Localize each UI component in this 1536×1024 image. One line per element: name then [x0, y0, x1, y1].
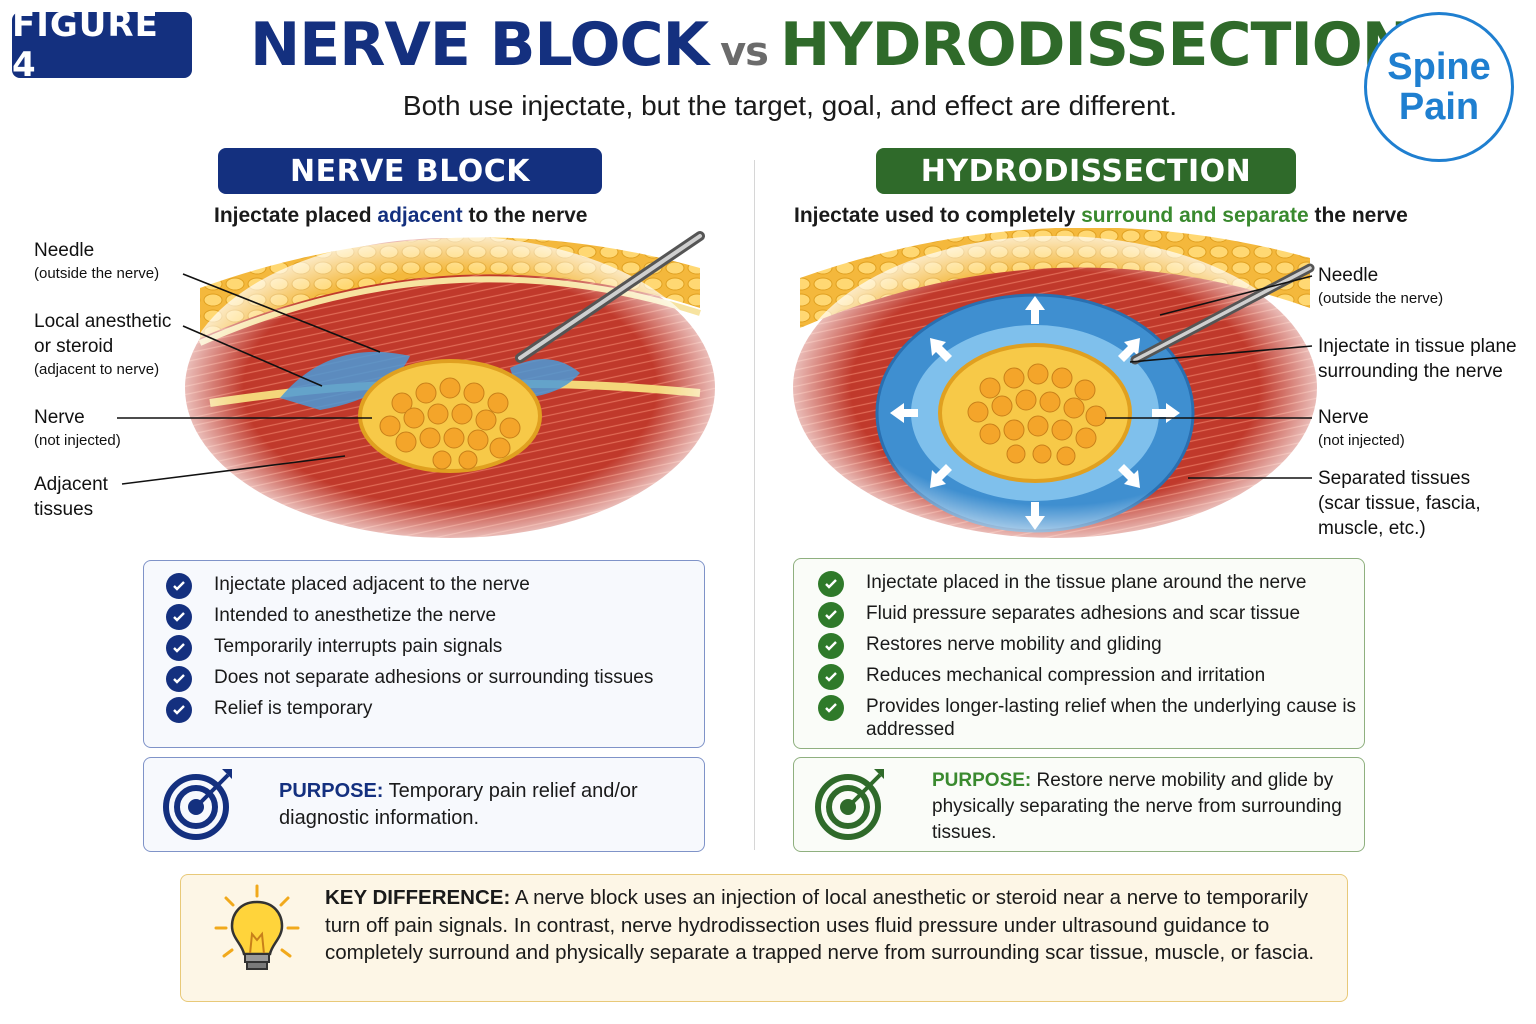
nerve-block-illustration — [182, 231, 718, 538]
nerve-block-purpose: PURPOSE: Temporary pain relief and/or di… — [279, 778, 679, 832]
list-item: Provides longer-lasting relief when the … — [818, 695, 1358, 741]
label-anesthetic-note: (adjacent to nerve) — [34, 361, 160, 378]
label-adjacent-tissues: Adjacent tissues — [34, 472, 108, 522]
list-item: Temporarily interrupts pain signals — [166, 635, 696, 661]
check-icon — [818, 571, 844, 597]
bullet-text: Fluid pressure separates adhesions and s… — [866, 603, 1301, 624]
label-adjacent-line2: tissues — [34, 499, 94, 520]
list-item: Fluid pressure separates adhesions and s… — [818, 602, 1358, 628]
hd-sub-pre: Injectate used to completely — [794, 204, 1082, 227]
check-icon — [166, 697, 192, 723]
label-separated-line2: (scar tissue, fascia, — [1318, 493, 1481, 514]
bullet-text: Restores nerve mobility and gliding — [866, 634, 1162, 655]
target-icon — [815, 769, 884, 840]
label-injectate-line1: Injectate in tissue plane — [1318, 336, 1517, 357]
list-item: Intended to anesthetize the nerve — [166, 604, 696, 630]
label-separated-line1: Separated tissues — [1318, 468, 1471, 489]
check-icon — [818, 664, 844, 690]
bullet-text: Injectate placed adjacent to the nerve — [214, 574, 530, 595]
hydrodissection-bullets-box — [793, 558, 1365, 749]
list-item: Reduces mechanical compression and irrit… — [818, 664, 1358, 690]
key-difference-box — [180, 874, 1348, 1002]
bullet-text: Relief is temporary — [214, 698, 373, 719]
list-item: Does not separate adhesions or surroundi… — [166, 666, 696, 692]
check-icon — [166, 573, 192, 599]
label-nerve-text: Nerve — [34, 407, 85, 428]
label-anesthetic-line1: Local anesthetic — [34, 311, 172, 332]
title-left: NERVE BLOCK — [250, 10, 709, 80]
key-difference-body: A nerve block uses an injection of local… — [325, 886, 1315, 964]
bullet-text: Does not separate adhesions or surroundi… — [214, 667, 654, 688]
label-nerve-left: Nerve (not injected) — [34, 405, 121, 452]
spine-pain-logo: Spine Pain — [1364, 12, 1514, 162]
hydrodissection-bullet-list: Injectate placed in the tissue plane aro… — [818, 571, 1358, 749]
label-nerve-note: (not injected) — [1318, 432, 1405, 449]
check-icon — [166, 666, 192, 692]
logo-line1: Spine — [1387, 46, 1491, 88]
nerve-block-header: NERVE BLOCK — [218, 148, 602, 194]
check-icon — [818, 602, 844, 628]
label-injectate: Injectate in tissue plane surrounding the… — [1318, 334, 1517, 384]
bullet-text: Intended to anesthetize the nerve — [214, 605, 497, 626]
purpose-label: PURPOSE: — [932, 770, 1032, 791]
logo-line2: Pain — [1398, 86, 1480, 128]
lightbulb-icon — [214, 884, 300, 970]
center-divider — [754, 160, 755, 850]
label-needle-left: Needle (outside the nerve) — [34, 238, 159, 285]
target-icon — [163, 769, 232, 840]
nerve-block-subheading: Injectate placed adjacent to the nerve — [214, 204, 587, 228]
label-needle-note: (outside the nerve) — [34, 265, 160, 282]
purpose-label: PURPOSE: — [279, 780, 384, 802]
check-icon — [818, 633, 844, 659]
list-item: Injectate placed in the tissue plane aro… — [818, 571, 1358, 597]
nerve-block-bullet-list: Injectate placed adjacent to the nerve I… — [166, 573, 696, 728]
label-injectate-line2: surrounding the nerve — [1318, 361, 1503, 382]
nb-sub-post: to the nerve — [462, 204, 588, 227]
list-item: Restores nerve mobility and gliding — [818, 633, 1358, 659]
nerve-block-bullets-box — [143, 560, 705, 748]
purpose-text: Restore nerve mobility and glide by phys… — [932, 770, 1342, 843]
key-difference-label: KEY DIFFERENCE: — [325, 886, 511, 909]
bullet-text: Reduces mechanical compression and irrit… — [866, 665, 1266, 686]
label-needle-note: (outside the nerve) — [1318, 290, 1444, 307]
hydrodissection-purpose-box — [793, 757, 1365, 852]
list-item: Relief is temporary — [166, 697, 696, 723]
purpose-text: Temporary pain relief and/or diagnostic … — [279, 780, 638, 829]
bullet-text: Injectate placed in the tissue plane aro… — [866, 572, 1307, 593]
nb-sub-pre: Injectate placed — [214, 204, 378, 227]
check-icon — [166, 604, 192, 630]
page-subtitle: Both use injectate, but the target, goal… — [402, 90, 1178, 121]
check-icon — [818, 695, 844, 721]
label-adjacent-line1: Adjacent — [34, 474, 108, 495]
hydrodissection-subheading: Injectate used to completely surround an… — [794, 204, 1408, 228]
label-separated-tissues: Separated tissues (scar tissue, fascia, mu… — [1318, 466, 1481, 541]
key-difference-text: KEY DIFFERENCE: A nerve block uses an in… — [325, 884, 1335, 967]
label-needle-text: Needle — [1318, 265, 1379, 286]
label-needle-text: Needle — [34, 240, 95, 261]
label-nerve-text: Nerve — [1318, 407, 1369, 428]
nerve-block-purpose-box — [143, 757, 705, 852]
nb-sub-highlight: adjacent — [377, 204, 463, 227]
label-separated-line3: muscle, etc.) — [1318, 518, 1426, 539]
label-nerve-note: (not injected) — [34, 432, 121, 449]
hydrodissection-header: HYDRODISSECTION — [876, 148, 1296, 194]
figure-label: FIGURE 4 — [12, 5, 192, 85]
title-vs: vs — [720, 29, 769, 75]
label-anesthetic-line2: or steroid — [34, 336, 114, 357]
bullet-text: Provides longer-lasting relief when the … — [866, 696, 1357, 740]
hd-sub-post: the nerve — [1308, 204, 1408, 227]
hd-sub-highlight: surround and separate — [1081, 204, 1309, 227]
check-icon — [166, 635, 192, 661]
title-right: HYDRODISSECTION — [779, 10, 1412, 80]
label-nerve-right: Nerve (not injected) — [1318, 405, 1405, 452]
bullet-text: Temporarily interrupts pain signals — [214, 636, 503, 657]
list-item: Injectate placed adjacent to the nerve — [166, 573, 696, 599]
hydrodissection-illustration — [790, 228, 1320, 540]
hydrodissection-purpose: PURPOSE: Restore nerve mobility and glid… — [932, 768, 1352, 846]
label-needle-right: Needle (outside the nerve) — [1318, 263, 1443, 310]
label-anesthetic: Local anesthetic or steroid (adjacent to n… — [34, 309, 171, 381]
